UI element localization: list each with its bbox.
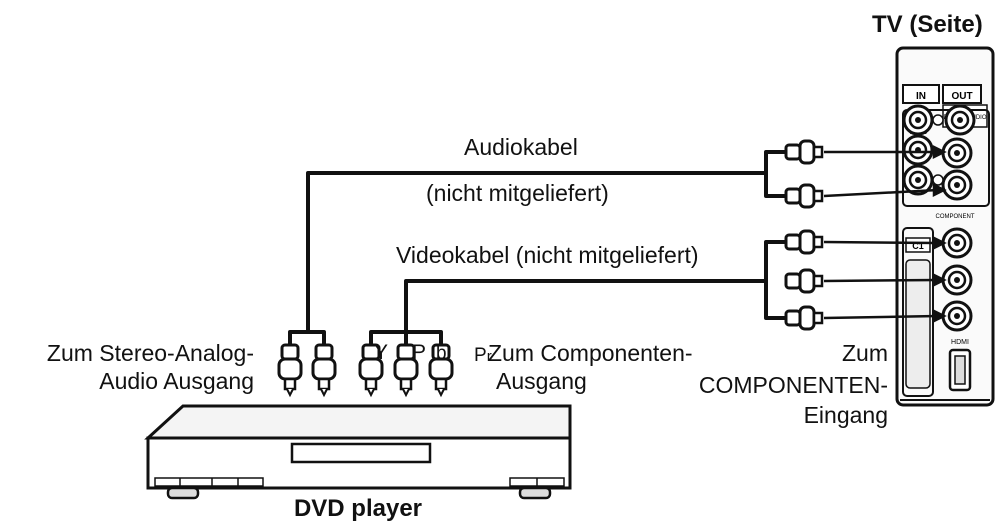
tv-audio-r-jack xyxy=(902,134,934,166)
tv-audio-in-r-jack xyxy=(941,137,973,169)
video-cable xyxy=(404,279,766,332)
stereo-output-label-line1: Zum Stereo-Analog- xyxy=(46,340,254,366)
tv-video-jack xyxy=(902,104,934,136)
tv-audio-in-l-jack xyxy=(941,169,973,201)
plug-pr-label: Pr xyxy=(474,345,492,366)
tv-hdmi-label: HDMI xyxy=(951,339,969,346)
audio-plug-r-tv xyxy=(784,139,824,165)
video-tv-fork xyxy=(764,240,786,320)
audio-plug-fork xyxy=(288,330,326,345)
dvd-player xyxy=(144,404,572,500)
video-plug-pb-tv xyxy=(784,268,824,294)
plug-pb-subscript: b xyxy=(436,343,447,364)
tv-component-label: COMPONENT xyxy=(936,214,975,220)
video-plug-pr-tv xyxy=(784,305,824,331)
video-cable-label: Videokabel (nicht mitgeliefert) xyxy=(396,242,699,268)
audio-plug-l-tv xyxy=(784,183,824,209)
audio-plug-l-dvd xyxy=(277,343,303,397)
dvd-display-window xyxy=(290,442,432,464)
audio-cable-label: Audiokabel xyxy=(464,134,578,160)
tv-label: TV (Seite) xyxy=(872,11,983,38)
audio-cable-note: (nicht mitgeliefert) xyxy=(426,180,609,206)
plug-y-label: Y xyxy=(374,341,389,364)
audio-tv-fork xyxy=(764,150,786,198)
component-output-label-line1: Zum Componenten- xyxy=(488,340,693,366)
component-input-label-line2: COMPONENTEN- xyxy=(698,372,888,398)
tv-component-y-jack xyxy=(941,227,973,259)
component-input-label-line1: Zum xyxy=(842,340,888,366)
tv-in-label: IN xyxy=(916,91,926,102)
tv-side-panel: IN OUT DIGITAL AUDIO VIDEO AUDIO L/MONO … xyxy=(895,46,995,407)
tv-digital-audio-jack xyxy=(944,104,976,136)
stereo-output-label-line2: Audio Ausgang xyxy=(99,368,254,394)
component-input-label-line3: Eingang xyxy=(803,402,888,428)
tv-c1-label: C1 xyxy=(912,241,924,251)
tv-component-pb-jack xyxy=(941,264,973,296)
plug-pr-subscript: r xyxy=(486,348,492,365)
tv-component-pr-jack xyxy=(941,300,973,332)
component-output-label-line2: Ausgang xyxy=(496,368,587,394)
dvd-player-label: DVD player xyxy=(293,495,423,522)
audio-cable xyxy=(306,171,766,332)
tv-out-label: OUT xyxy=(951,91,972,102)
video-plug-y-tv xyxy=(784,229,824,255)
audio-plug-r-dvd xyxy=(311,343,337,397)
